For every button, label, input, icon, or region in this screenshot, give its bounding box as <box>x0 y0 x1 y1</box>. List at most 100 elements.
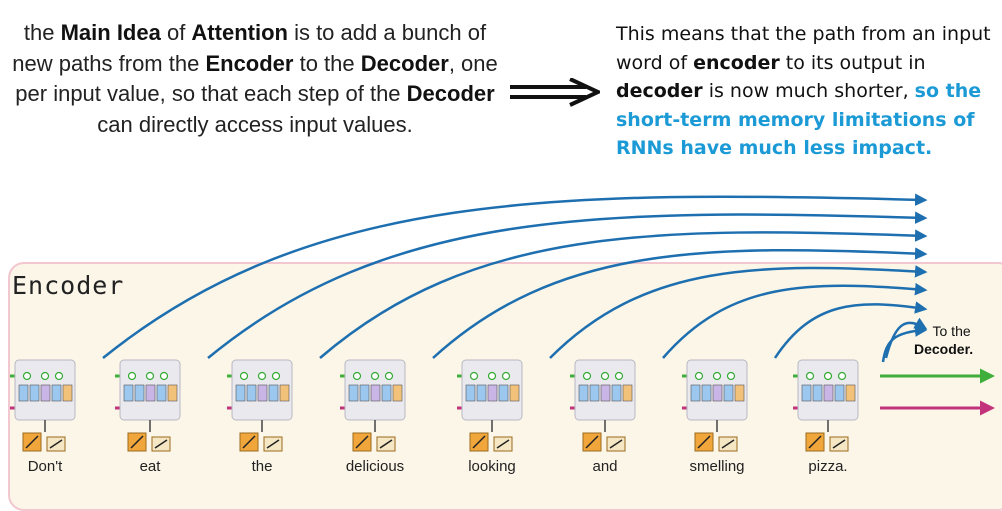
attention-path-arrow <box>773 301 928 359</box>
gate-node <box>370 371 380 381</box>
gate-node <box>352 371 362 381</box>
bold-decoder: Decoder <box>360 50 449 76</box>
gate-node <box>384 371 394 381</box>
gate-node <box>600 371 610 381</box>
gate-box <box>690 384 701 402</box>
gate-box <box>834 384 845 402</box>
gate-box <box>167 384 178 402</box>
gate-node <box>271 371 281 381</box>
gate-box <box>578 384 589 402</box>
text-run: is to add a bunch of new paths from the <box>12 20 487 76</box>
gate-node <box>40 371 50 381</box>
gate-node <box>127 371 137 381</box>
gate-box <box>18 384 29 402</box>
lstm-unit <box>119 359 181 452</box>
embedding-mark <box>130 435 144 449</box>
attention-path-arrow <box>662 282 928 359</box>
attention-path-arrow <box>432 247 928 359</box>
gate-box <box>712 384 723 402</box>
gate-box <box>246 384 257 402</box>
embedding-mark <box>49 439 63 449</box>
gate-box <box>734 384 745 402</box>
attention-diagram <box>10 193 995 452</box>
input-word: the <box>251 458 273 475</box>
bold-decoder-word: decoder <box>616 80 703 102</box>
gate-node <box>726 371 736 381</box>
to-decoder-label: To the Decoder. <box>914 322 973 358</box>
text-run: the <box>23 20 61 45</box>
embedding-mark <box>697 435 711 449</box>
gate-box <box>465 384 476 402</box>
gate-box <box>701 384 712 402</box>
input-word: eat <box>139 458 161 475</box>
gate-node <box>145 371 155 381</box>
gate-box <box>51 384 62 402</box>
gate-box <box>723 384 734 402</box>
gate-box <box>487 384 498 402</box>
text-run: is now much shorter, <box>702 80 915 102</box>
text-run: can directly access input values. <box>97 111 413 137</box>
bold-main-idea: Main Idea <box>60 20 161 45</box>
gate-box <box>348 384 359 402</box>
explanation-text: This means that the path from an input w… <box>616 20 996 163</box>
gate-box <box>62 384 73 402</box>
encoder-title: Encoder <box>12 271 125 300</box>
gate-node <box>239 371 249 381</box>
text-run: of <box>160 20 192 45</box>
embedding-mark <box>585 435 599 449</box>
gate-box <box>123 384 134 402</box>
decoder-path-arrow <box>881 324 928 363</box>
attention-path-arrow <box>102 193 928 359</box>
gate-node <box>837 371 847 381</box>
gate-node <box>54 371 64 381</box>
input-word: looking <box>468 458 516 475</box>
embedding-mark <box>832 439 846 449</box>
input-word: smelling <box>689 458 745 475</box>
attention-path-arrow <box>207 211 928 359</box>
double-arrow-icon <box>510 78 600 107</box>
bold-attention: Attention <box>191 20 288 45</box>
gate-box <box>381 384 392 402</box>
embedding-mark <box>808 435 822 449</box>
embedding-mark <box>154 439 168 449</box>
gate-box <box>235 384 246 402</box>
input-word: pizza. <box>808 458 848 475</box>
gate-box <box>498 384 509 402</box>
gate-node <box>257 371 267 381</box>
gate-box <box>370 384 381 402</box>
lstm-unit <box>686 359 748 452</box>
gate-box <box>600 384 611 402</box>
input-word: delicious <box>345 458 405 475</box>
to-decoder-line2: Decoder. <box>914 341 974 357</box>
gate-box <box>812 384 823 402</box>
text-run: This means that the path from an input w… <box>616 23 991 74</box>
gate-box <box>145 384 156 402</box>
gate-node <box>582 371 592 381</box>
gate-node <box>694 371 704 381</box>
embedding-mark <box>266 439 280 449</box>
lstm-unit <box>574 359 636 452</box>
text-run: , one per input value, so that each step… <box>15 50 498 107</box>
gate-node <box>22 371 32 381</box>
attention-path-arrow <box>549 265 928 359</box>
lstm-unit <box>231 359 293 452</box>
lstm-unit <box>461 359 523 452</box>
gate-node <box>614 371 624 381</box>
embedding-mark <box>609 439 623 449</box>
gate-box <box>29 384 40 402</box>
gate-node <box>159 371 169 381</box>
gate-box <box>257 384 268 402</box>
gate-box <box>823 384 834 402</box>
gate-box <box>156 384 167 402</box>
gate-node <box>712 371 722 381</box>
bold-decoder-2: Decoder <box>406 81 495 106</box>
embedding-mark <box>25 435 39 449</box>
gate-node <box>501 371 511 381</box>
gate-box <box>509 384 520 402</box>
gate-box <box>40 384 51 402</box>
embedding-mark <box>496 439 510 449</box>
gate-box <box>392 384 403 402</box>
gate-box <box>589 384 600 402</box>
attention-path-arrow <box>319 229 928 359</box>
gate-box <box>134 384 145 402</box>
